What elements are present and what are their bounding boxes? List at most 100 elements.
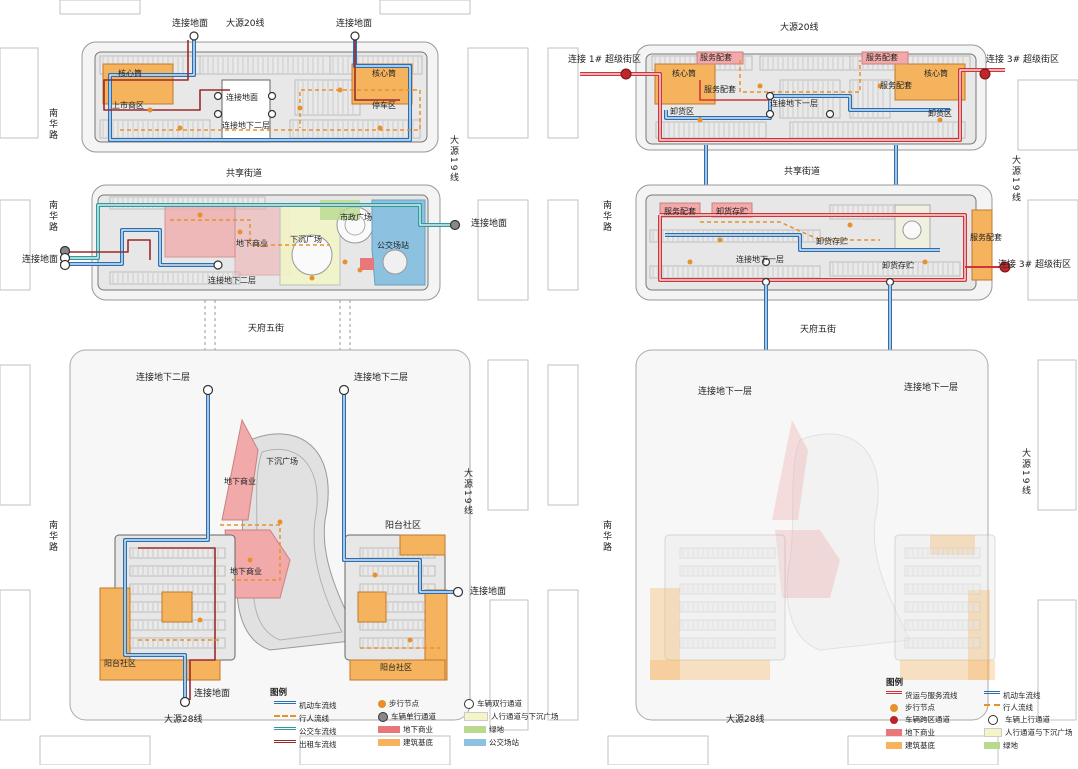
right-node-b1-mid-1 (761, 257, 771, 267)
left-legend-pedestrian: 行人流线 (274, 713, 329, 724)
left-legend-label: 人行通道与下沉广场 (491, 712, 559, 721)
r-city-block-right-1 (1017, 79, 1078, 151)
city-block-right-3 (487, 359, 529, 511)
upward-node-swatch (988, 714, 998, 725)
left-plaza-circle: 市政广场 (340, 213, 372, 222)
taxi-line-swatch (274, 740, 296, 749)
right-bottom-parking-r (904, 637, 981, 649)
left-conn-ground-6: 连接地面 (470, 587, 507, 597)
right-bottom-building-2 (650, 660, 770, 680)
left-mid-bus-line-core (60, 204, 455, 259)
left-road-dayuan19-bottom: 大源19线 (462, 468, 472, 517)
freight-line-swatch (886, 691, 902, 700)
left-legend-label: 步行节点 (389, 699, 419, 708)
right-storage-2: 卸货存贮 (816, 237, 848, 246)
left-sunken-plaza-1: 下沉广场 (290, 235, 322, 244)
bus-line-swatch (274, 727, 296, 736)
left-bottom-parking-r (359, 637, 436, 649)
right-walk-node (717, 237, 723, 243)
building-swatch (378, 739, 400, 746)
left-legend-bus: 公交车流线 (274, 726, 337, 737)
left-legend-label: 公交车流线 (299, 727, 337, 736)
left-legend-vehicle: 机动车流线 (274, 700, 337, 711)
right-legend-label: 绿地 (1003, 741, 1018, 750)
right-service-1: 服务配套 (700, 53, 732, 62)
right-mid-ped-line (700, 221, 880, 241)
city-block-bottom-2 (299, 735, 451, 766)
right-bottom-basement-right (894, 534, 996, 661)
bus-station-swatch (464, 739, 486, 746)
left-legend-green: 绿地 (464, 724, 504, 735)
city-block-left-4 (0, 589, 31, 721)
left-bus-turn (382, 249, 408, 275)
left-legend-commercial: 地下商业 (378, 724, 433, 735)
left-top-parking-4 (99, 119, 211, 139)
right-legend-label: 步行节点 (905, 703, 935, 712)
r-city-block-left-1 (547, 47, 579, 139)
right-unload-1: 卸货区 (670, 107, 694, 116)
left-balcony-building-3 (399, 534, 446, 556)
pedestrian-line-swatch (984, 703, 1000, 712)
city-block-left-3 (0, 364, 31, 506)
right-bottom-commercial-2 (775, 530, 840, 598)
left-legend-label: 车辆双行通道 (477, 699, 522, 708)
right-mid-parking-2 (649, 265, 821, 279)
left-mid-taxi-line (60, 239, 151, 260)
right-legend: 图例 货运与服务流线 机动车流线 步行节点 行人流线 车辆跨区通道 车辆上行通道… (884, 676, 1074, 761)
right-bottom-parking-r (904, 547, 981, 559)
left-walk-node (342, 259, 348, 265)
left-walk-node (309, 275, 315, 281)
right-legend-cross-zone: 车辆跨区通道 (886, 714, 950, 725)
left-underground-mall-1: 地下商业 (236, 239, 268, 248)
right-legend-ped-passage: 人行通道与下沉广场 (984, 727, 1073, 738)
right-sunken-plaza-shape (786, 433, 911, 651)
left-walk-node (377, 125, 383, 131)
right-top-parking-5 (789, 121, 966, 139)
left-walk-node (147, 107, 153, 113)
right-bottom-parking-l (679, 619, 776, 631)
right-unload-2: 卸货区 (928, 109, 952, 118)
right-walk-node (922, 259, 928, 265)
city-block-right-2 (477, 199, 529, 301)
left-node-top-2 (350, 31, 360, 41)
right-road-nanhua-bottom: 南华路 (601, 520, 611, 553)
right-legend-building: 建筑基底 (886, 740, 935, 751)
left-conn-b2-top: 连接地下二层 (222, 121, 270, 130)
left-core-bottom-2 (357, 591, 387, 623)
left-bottom-parking-r (359, 583, 436, 595)
left-node-conn-7 (179, 696, 191, 708)
right-service-6: 服务配套 (970, 233, 1002, 242)
left-conn-ground-4: 连接地面 (471, 219, 508, 229)
right-conn-super-3a: 连接 3# 超级街区 (986, 55, 1059, 65)
right-legend-freight: 货运与服务流线 (886, 690, 958, 701)
right-legend-upward: 车辆上行通道 (984, 714, 1050, 725)
right-walk-node (757, 83, 763, 89)
left-bottom-vehicle-line-2-core (343, 392, 458, 593)
building-swatch (886, 742, 902, 749)
left-conn-ground-5: 连接地面 (22, 255, 59, 265)
right-conn-b1-left: 连接地下一层 (698, 387, 753, 397)
left-balcony-2: 阳台社区 (104, 659, 136, 668)
left-top-ped-line (120, 89, 421, 131)
left-underground-mall-2: 地下商业 (224, 477, 256, 486)
left-bottom-commercial-1 (221, 418, 259, 521)
right-bottom-parking-l (679, 637, 776, 649)
left-walk-node (197, 212, 203, 218)
left-conn-b2-mid: 连接地下二层 (208, 276, 256, 285)
left-mid-small-commercial (360, 258, 374, 270)
left-walk-node (277, 519, 283, 525)
right-core-2: 核心筒 (924, 69, 948, 78)
right-node-b1-mid-3 (885, 277, 895, 287)
right-bottom-parking-r (904, 619, 981, 631)
r-city-block-right-3 (1037, 359, 1077, 511)
r-city-block-left-3 (547, 364, 579, 506)
left-node-b2-right (338, 384, 350, 396)
right-node-super-3a (979, 68, 991, 80)
left-node-b2b (267, 109, 277, 119)
left-legend-two-way: 车辆双行通道 (464, 698, 522, 709)
right-road-dayuan28: 大源28线 (726, 715, 765, 725)
right-bottom-building-4 (968, 590, 990, 680)
ped-passage-swatch (984, 728, 1002, 737)
right-walk-node (847, 222, 853, 228)
